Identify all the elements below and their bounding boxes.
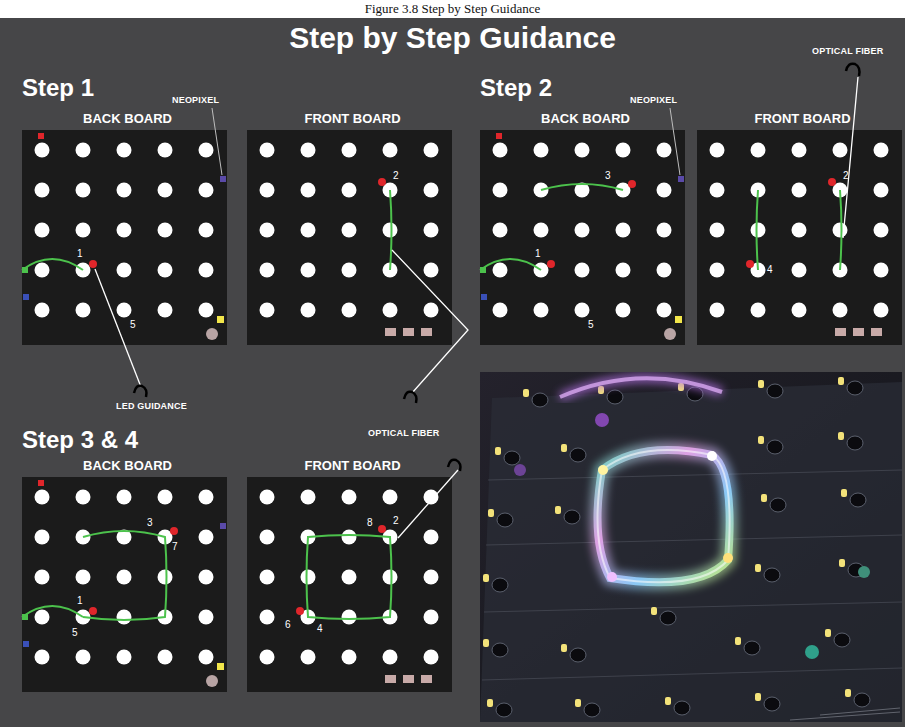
board-panel: BACK BOARD 1 5: [22, 108, 233, 345]
part-label: LED GUIDANCE: [116, 401, 187, 412]
step-heading: Step 1: [22, 74, 94, 102]
back-board-panel: [22, 477, 227, 692]
callout-number: 7: [172, 541, 178, 553]
callout-number: 3: [147, 517, 153, 529]
callout-number: 2: [843, 170, 849, 182]
front-board-panel: [247, 477, 452, 692]
callout-number: 4: [767, 264, 773, 276]
front-board-panel: [697, 130, 902, 345]
board-panel: FRONT BOARD 2: [247, 108, 458, 345]
callout-number: 5: [588, 319, 594, 331]
front-board-panel: [247, 130, 452, 345]
board-heading: FRONT BOARD: [247, 458, 458, 474]
back-board-panel: [22, 130, 227, 345]
callout-number: 2: [393, 170, 399, 182]
prototype-photo: [480, 372, 902, 722]
callout-number: 5: [130, 319, 136, 331]
step-heading: Step 2: [480, 74, 552, 102]
board-panel: FRONT BOARD 2 4: [697, 108, 905, 345]
callout-number: 1: [535, 248, 541, 260]
step-heading: Step 3 & 4: [22, 426, 138, 454]
callout-number: 8: [367, 517, 373, 529]
callout-number: 3: [605, 170, 611, 182]
board-heading: FRONT BOARD: [697, 111, 905, 127]
part-label: OPTICAL FIBER: [368, 428, 439, 439]
callout-number: 6: [285, 619, 291, 631]
board-panel: BACK BOARD 3 7 1 5: [22, 455, 233, 692]
board-heading: BACK BOARD: [480, 111, 691, 127]
page-title: Step by Step Guidance: [0, 20, 905, 56]
back-board-panel: [480, 130, 685, 345]
callout-number: 5: [72, 627, 78, 639]
part-label: OPTICAL FIBER: [812, 46, 883, 57]
callout-number: 1: [77, 595, 83, 607]
callout-number: 4: [317, 623, 323, 635]
board-heading: BACK BOARD: [22, 458, 233, 474]
caption-band: [0, 0, 905, 18]
board-panel: FRONT BOARD 8 2 6 4: [247, 455, 458, 692]
part-label: NEOPIXEL: [630, 95, 677, 106]
callout-number: 2: [393, 515, 399, 527]
part-label: NEOPIXEL: [172, 95, 219, 106]
board-panel: BACK BOARD 3 1 5: [480, 108, 691, 345]
callout-number: 1: [77, 248, 83, 260]
board-heading: BACK BOARD: [22, 111, 233, 127]
board-heading: FRONT BOARD: [247, 111, 458, 127]
figure-caption: Figure 3.8 Step by Step Guidance: [0, 1, 905, 16]
